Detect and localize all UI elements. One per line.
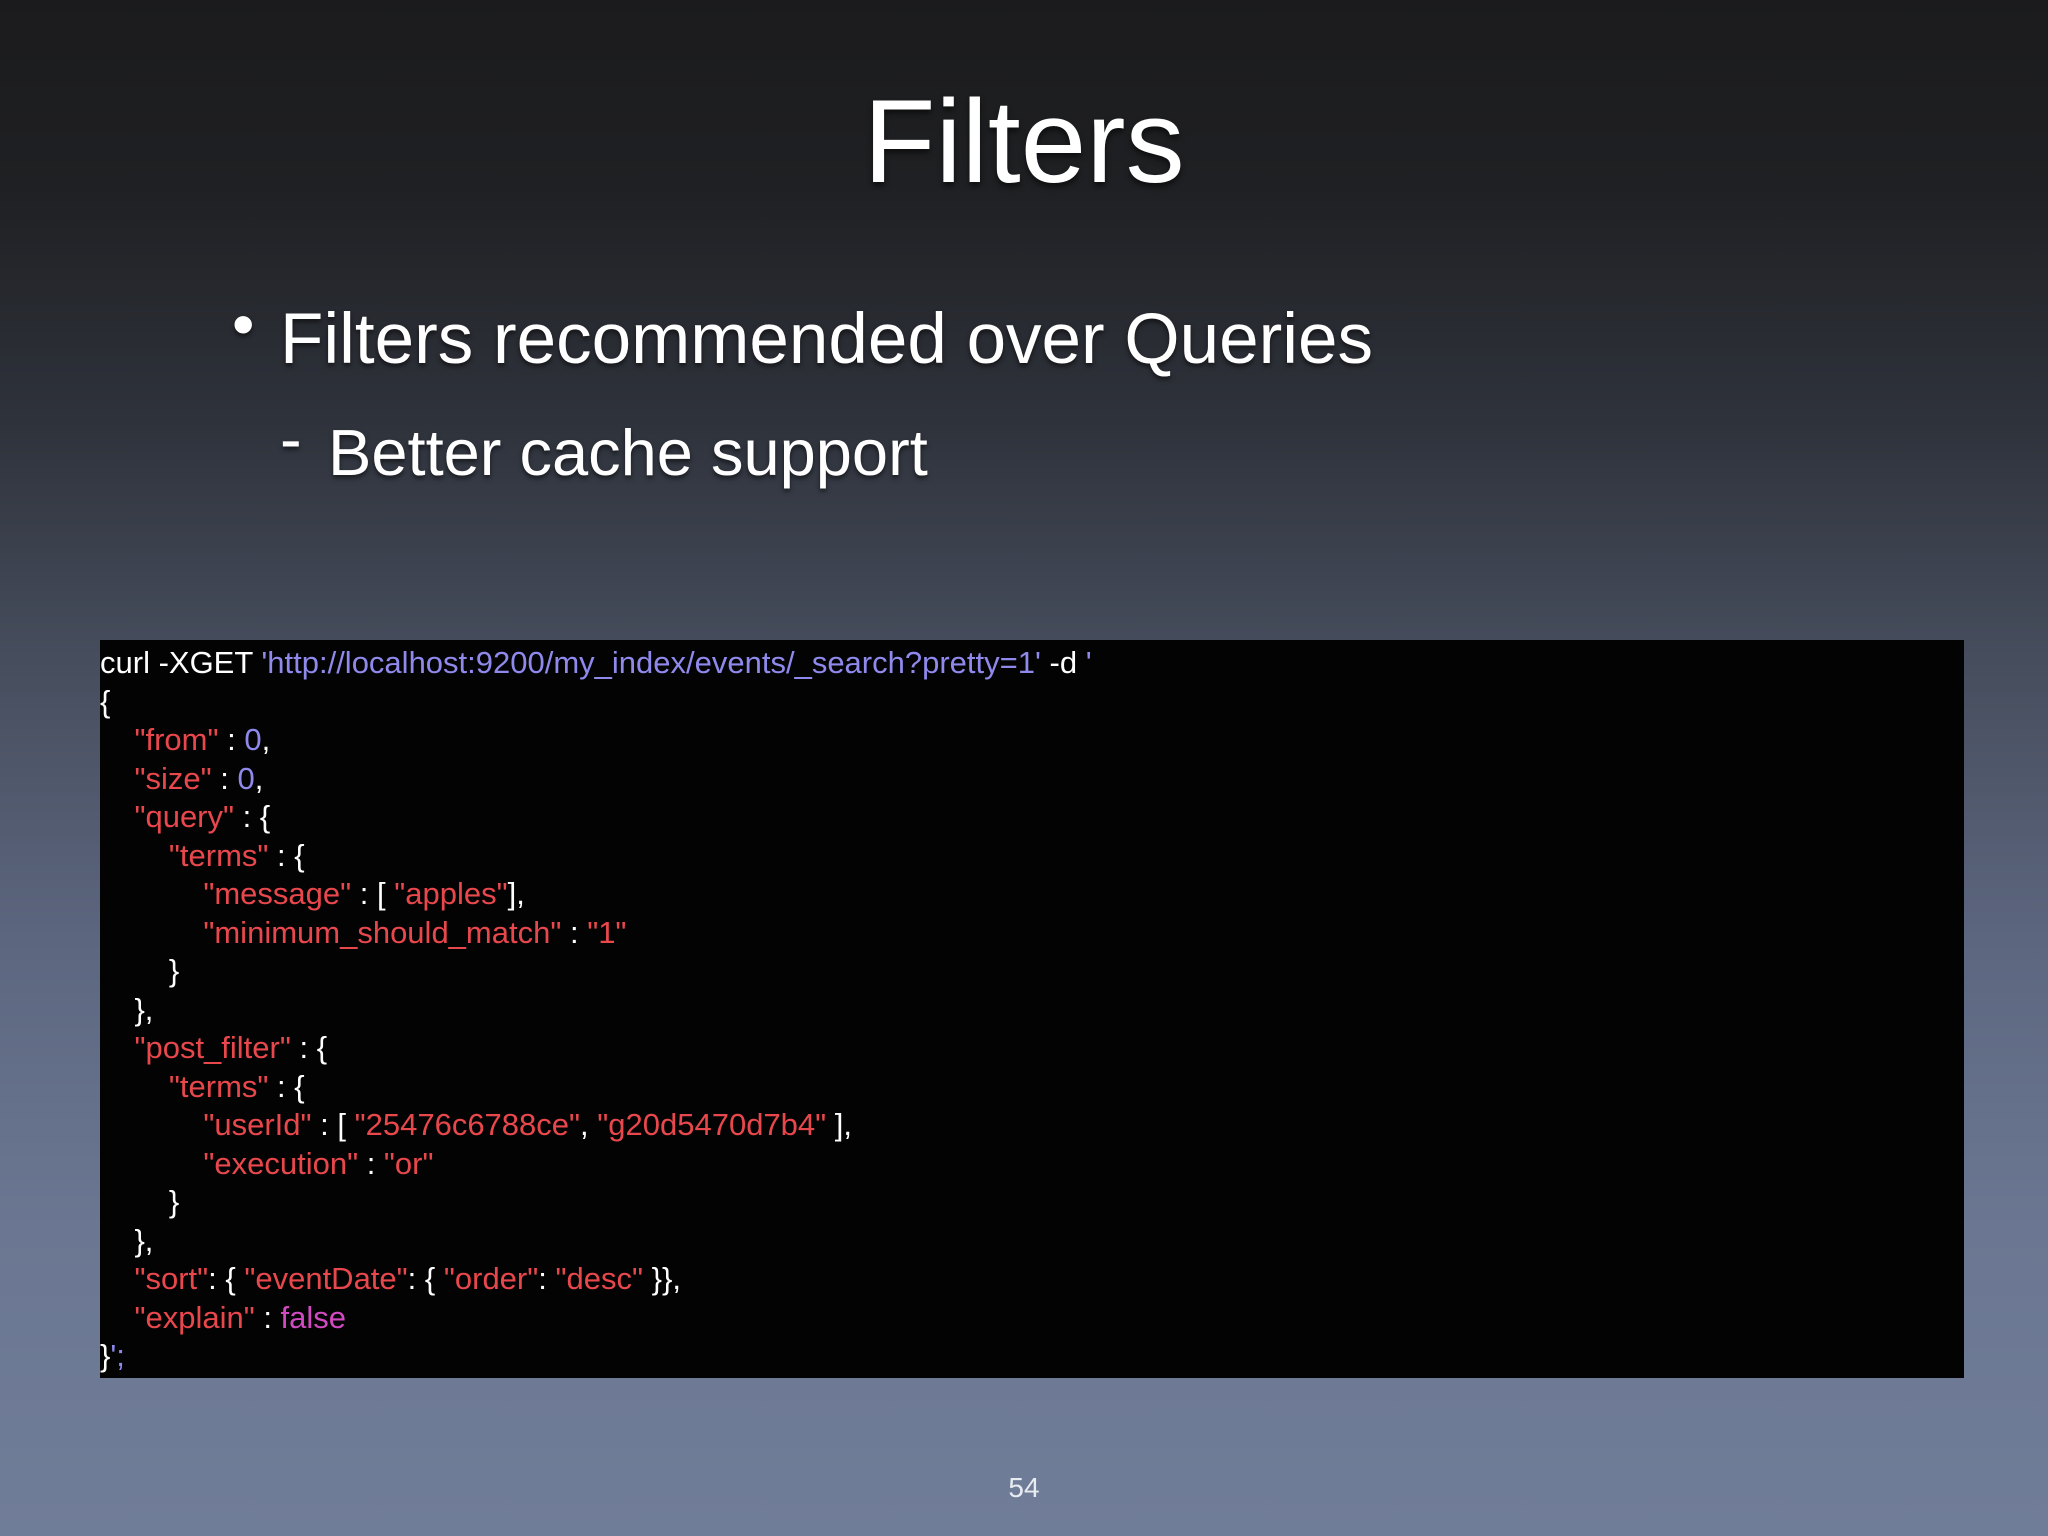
code-token: : (211, 760, 238, 796)
code-token: false (280, 1299, 347, 1335)
code-line: "minimum_should_match" : "1" (100, 914, 1964, 953)
code-token: "order" (443, 1261, 539, 1296)
code-token: } (100, 953, 180, 988)
code-token: }, (100, 1222, 154, 1258)
code-token: "or" (383, 1145, 434, 1181)
code-token: : { (268, 837, 305, 873)
code-token (100, 838, 169, 873)
code-token: 0 (237, 760, 255, 796)
page-number: 54 (1008, 1472, 1040, 1503)
code-line: curl -XGET 'http://localhost:9200/my_ind… (100, 644, 1964, 683)
code-line: }, (100, 1222, 1964, 1261)
bullet-item: • Filters recommended over Queries (232, 288, 1374, 390)
slide-title: Filters (863, 76, 1185, 208)
code-token: : (358, 1145, 384, 1181)
code-token: : { (407, 1261, 444, 1296)
code-token: : { (290, 1030, 328, 1065)
code-token: -d (1040, 645, 1086, 680)
code-token: ' (1085, 645, 1092, 680)
code-token: }}, (643, 1261, 681, 1296)
code-token (100, 915, 203, 950)
sub-bullet-item: -Better cache support (280, 402, 928, 498)
code-token: "terms" (168, 837, 269, 873)
code-token: } (100, 1338, 111, 1373)
code-token: }, (100, 991, 154, 1027)
code-token: curl -XGET (100, 645, 262, 680)
code-line: }, (100, 991, 1964, 1030)
code-token: "userId" (203, 1107, 312, 1142)
code-token: "size" (134, 760, 212, 796)
code-line: "size" : 0, (100, 760, 1964, 799)
code-token (100, 1107, 203, 1142)
code-token: "25476c6788ce" (354, 1107, 581, 1142)
code-token (100, 1030, 134, 1065)
code-token: : { (268, 1068, 305, 1104)
code-token: "post_filter" (134, 1030, 291, 1065)
code-line: "userId" : [ "25476c6788ce", "g20d5470d7… (100, 1106, 1964, 1145)
code-token: : (254, 1299, 281, 1335)
code-token: } (100, 1184, 180, 1219)
code-line: "message" : [ "apples"], (100, 875, 1964, 914)
code-token: "message" (203, 876, 352, 911)
code-token: "desc" (555, 1261, 644, 1296)
code-token: "g20d5470d7b4" (597, 1107, 827, 1142)
code-token: '; (110, 1338, 125, 1373)
code-token: : { (234, 799, 271, 834)
code-token: "sort" (134, 1261, 209, 1296)
code-line: "explain" : false (100, 1299, 1964, 1338)
code-token: : { (208, 1261, 245, 1296)
code-token: : [ (351, 876, 395, 911)
code-token (100, 876, 203, 911)
code-token (100, 799, 134, 834)
code-line: } (100, 1183, 1964, 1222)
code-token (100, 761, 134, 796)
code-token: "eventDate" (244, 1261, 408, 1296)
code-line: "terms" : { (100, 837, 1964, 876)
code-line: "query" : { (100, 798, 1964, 837)
code-token: 'http://localhost:9200/my_index/events/_… (261, 645, 1041, 680)
code-token: ], (826, 1107, 853, 1142)
code-line: "execution" : "or" (100, 1145, 1964, 1184)
code-token: ], (507, 876, 525, 911)
code-token (100, 722, 134, 757)
code-token: "query" (134, 799, 235, 834)
code-token: : [ (311, 1107, 355, 1142)
code-token: , (254, 760, 264, 796)
code-token: "from" (134, 722, 219, 757)
code-line: "from" : 0, (100, 721, 1964, 760)
code-token (100, 1300, 134, 1335)
code-token: "apples" (394, 876, 508, 911)
code-token: "explain" (134, 1299, 255, 1335)
code-token: "terms" (168, 1068, 269, 1104)
code-line: }'; (100, 1337, 1964, 1376)
code-token: { (100, 683, 111, 719)
code-token: "1" (587, 914, 627, 950)
code-token (100, 1069, 169, 1104)
code-token: , (580, 1107, 598, 1142)
code-line: "terms" : { (100, 1068, 1964, 1107)
code-line: { (100, 683, 1964, 722)
code-token: : (218, 722, 245, 757)
code-line: "sort": { "eventDate": { "order": "desc"… (100, 1260, 1964, 1299)
code-token: : (561, 914, 588, 950)
code-token (100, 1261, 134, 1296)
code-token: "minimum_should_match" (203, 914, 562, 950)
code-block: curl -XGET 'http://localhost:9200/my_ind… (100, 640, 1964, 1378)
code-token: : (538, 1261, 556, 1296)
code-token: "execution" (203, 1145, 359, 1181)
sub-bullet-dash-icon: - (280, 402, 302, 475)
code-token (100, 1146, 203, 1181)
code-token: , (261, 722, 271, 757)
sub-bullet-text: Better cache support (328, 416, 928, 489)
code-line: } (100, 952, 1964, 991)
code-token: 0 (244, 722, 262, 757)
bullet-text: Filters recommended over Queries (280, 300, 1374, 379)
bullet-dot-icon: • (232, 288, 255, 360)
code-line: "post_filter" : { (100, 1029, 1964, 1068)
